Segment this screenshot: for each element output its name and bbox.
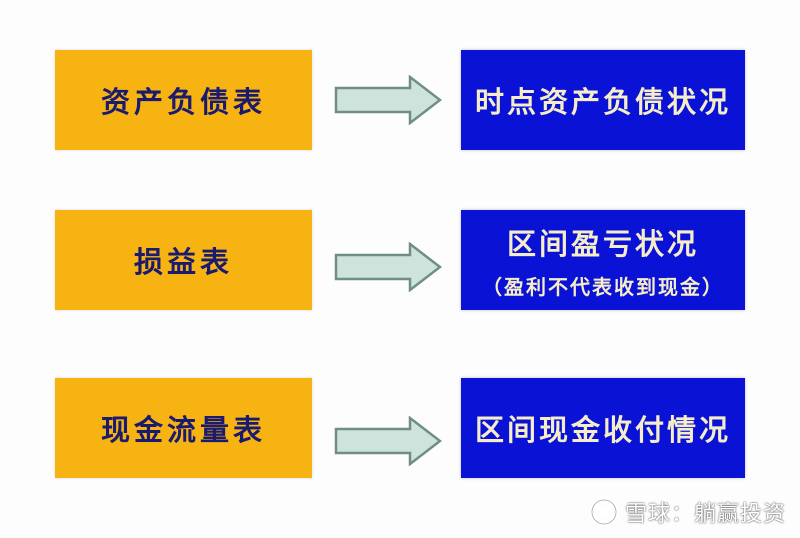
point-in-time-status-box: 时点资产负债状况 <box>461 50 745 150</box>
balance-sheet-box: 资产负债表 <box>55 50 312 150</box>
balance-sheet-label: 资产负债表 <box>100 85 266 119</box>
cash-flow-statement-box: 现金流量表 <box>55 378 312 478</box>
period-profit-loss-label: 区间盈亏状况 <box>506 226 699 261</box>
period-cash-flow-box: 区间现金收付情况 <box>461 378 745 478</box>
watermark-text: 雪球：躺赢投资 <box>624 502 786 527</box>
period-profit-loss-box: 区间盈亏状况 （盈利不代表收到现金） <box>461 210 745 310</box>
right-arrow-icon <box>334 242 442 292</box>
watermark: 雪球：躺赢投资 <box>589 496 786 528</box>
cash-flow-statement-label: 现金流量表 <box>100 413 266 447</box>
point-in-time-status-label: 时点资产负债状况 <box>474 85 731 119</box>
income-statement-label: 损益表 <box>133 245 233 279</box>
right-arrow-icon <box>334 416 442 466</box>
profit-note-label: （盈利不代表收到现金） <box>482 274 724 299</box>
period-cash-flow-label: 区间现金收付情况 <box>474 413 731 447</box>
income-statement-box: 损益表 <box>55 210 312 310</box>
snowball-logo-icon <box>590 498 618 526</box>
right-arrow-icon <box>334 75 442 125</box>
